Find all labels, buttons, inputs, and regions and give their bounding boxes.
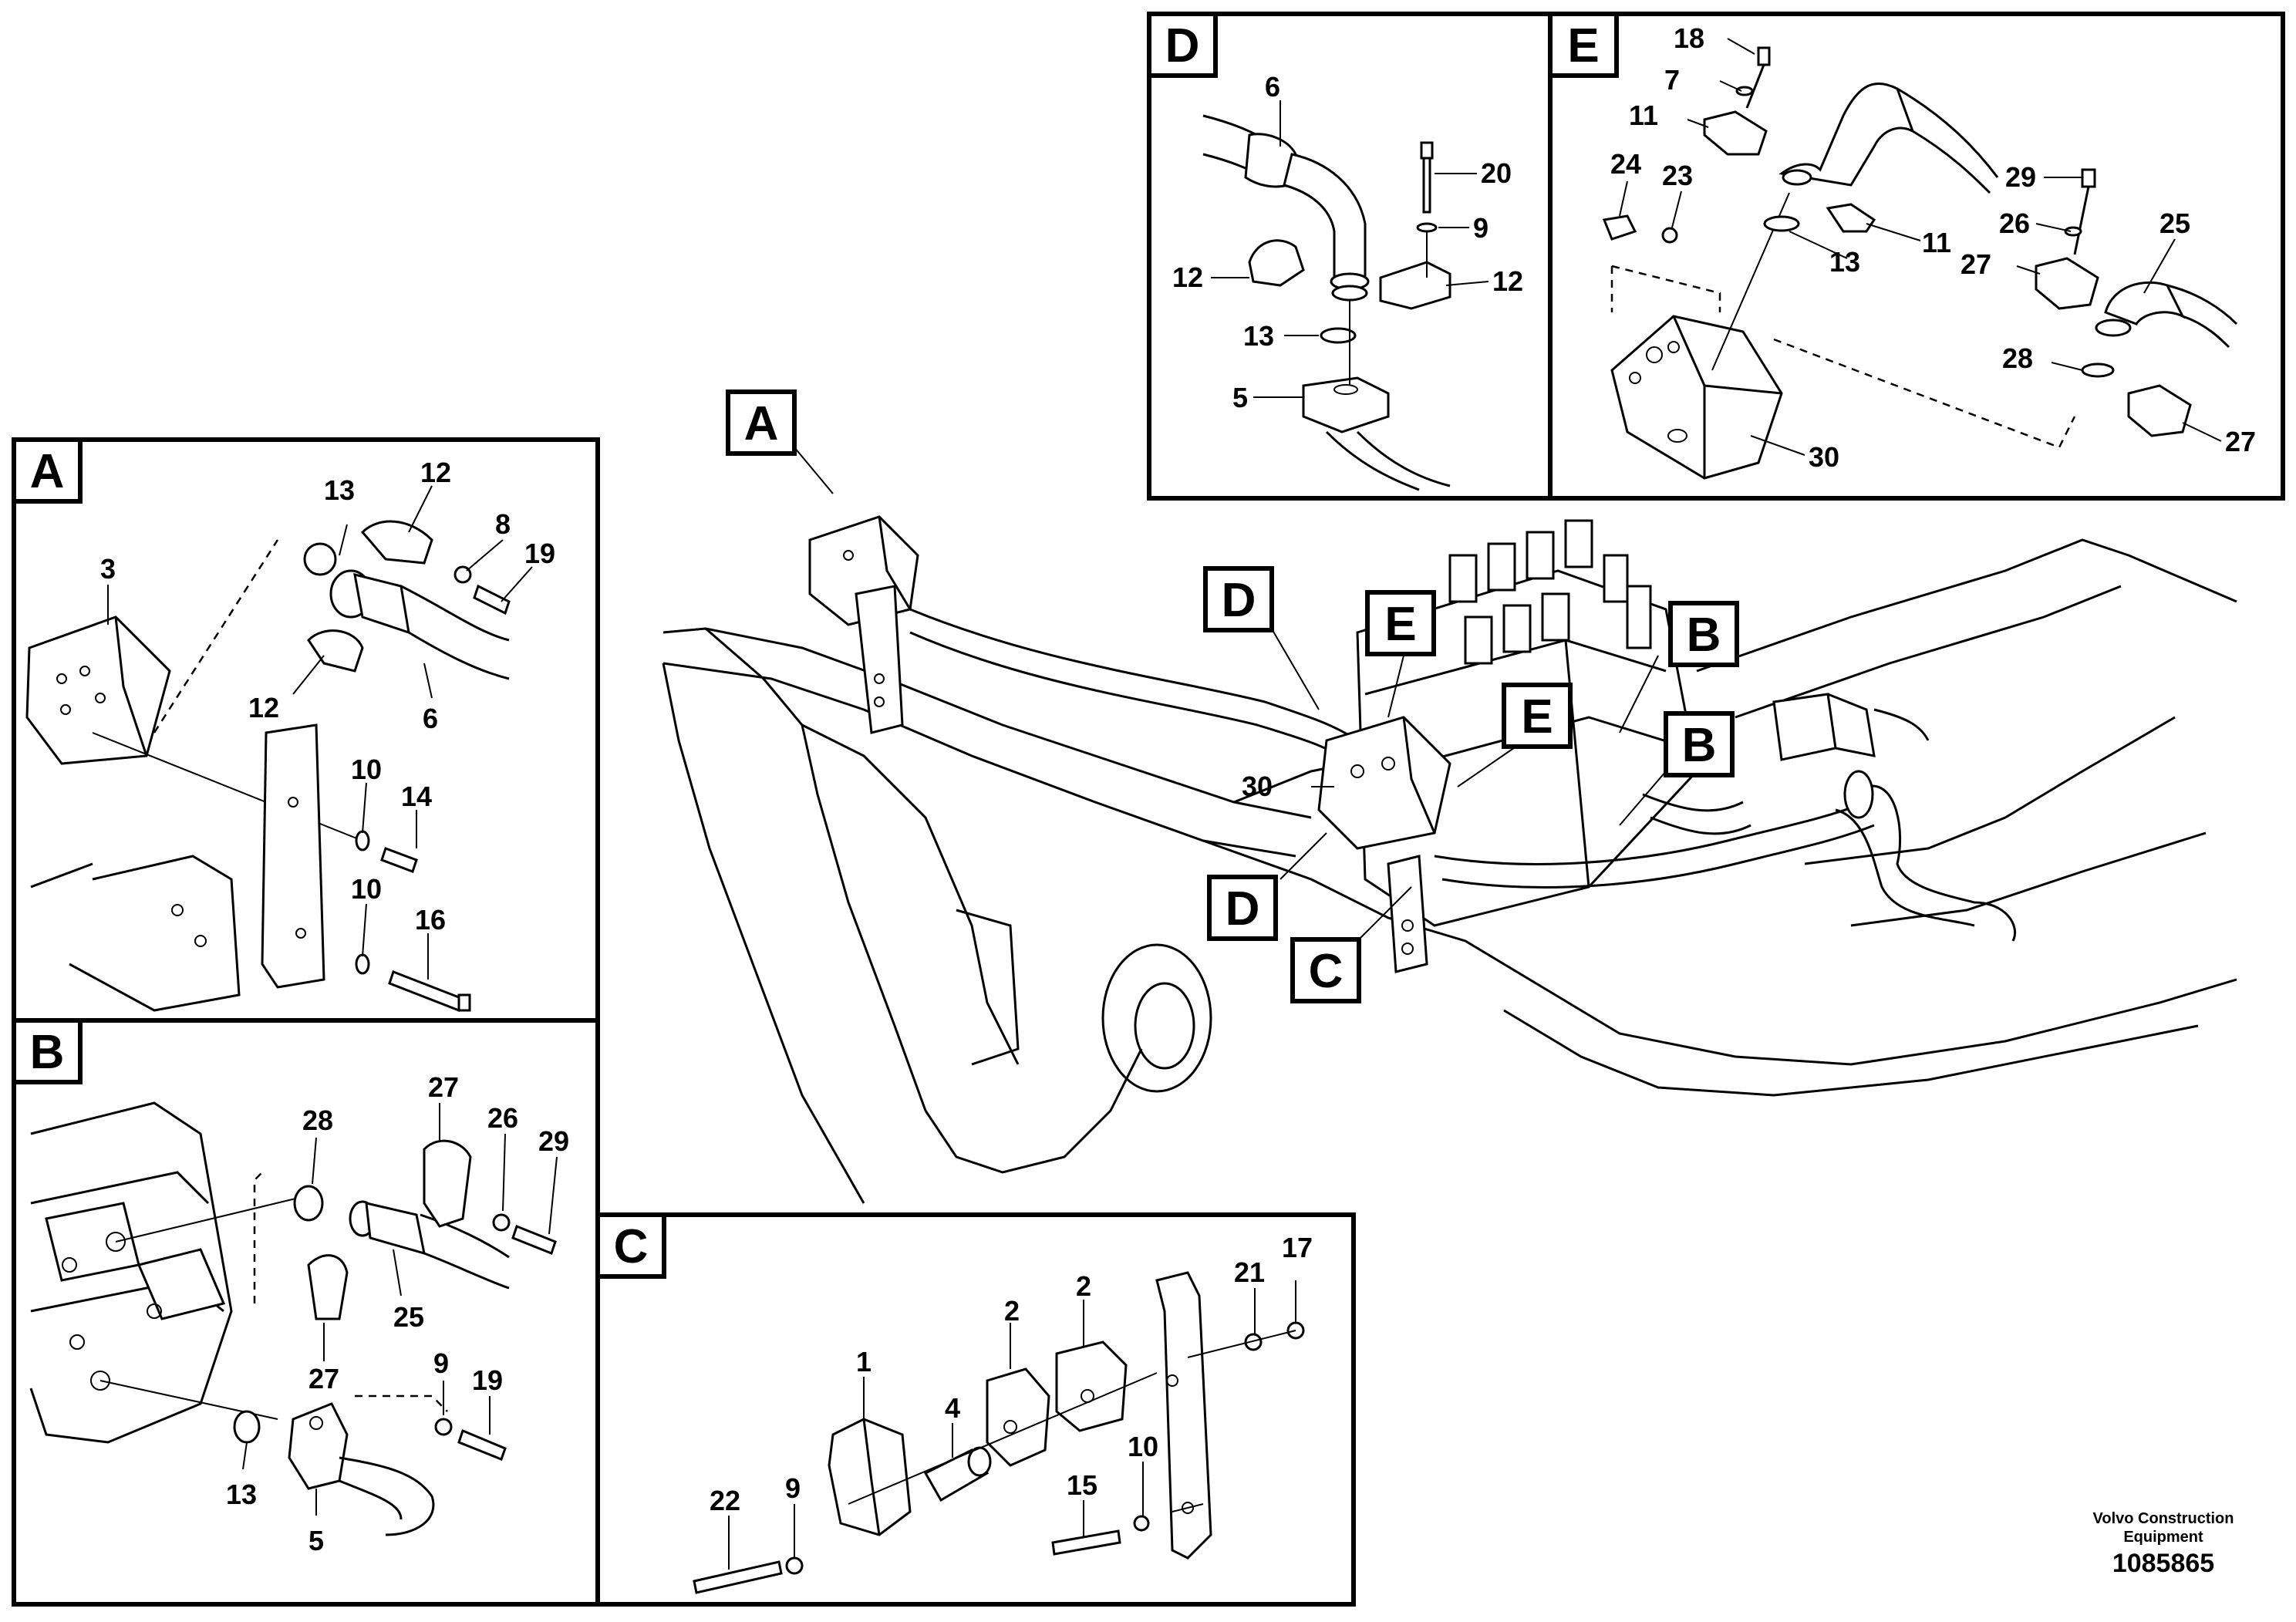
svg-text:D: D — [1226, 882, 1260, 936]
part-label: 28 — [2002, 342, 2033, 374]
part-label: 12 — [1492, 265, 1523, 297]
svg-text:C: C — [614, 1220, 649, 1273]
part-label: 10 — [351, 754, 382, 785]
part-label: 2 — [1004, 1295, 1020, 1327]
overview-drawing — [662, 447, 2237, 1204]
part-label: 9 — [785, 1472, 801, 1504]
svg-text:D: D — [1222, 574, 1256, 627]
part-label: 29 — [538, 1125, 569, 1157]
part-label: 19 — [472, 1364, 503, 1396]
part-label: 29 — [2005, 161, 2036, 193]
detail-view-d: D 6 20 9 12 12 13 5 — [1147, 12, 1553, 501]
part-label: 2 — [1076, 1270, 1091, 1302]
part-label: 27 — [1961, 248, 1991, 280]
part-label: 10 — [351, 873, 382, 905]
part-label: 11 — [1629, 99, 1658, 131]
part-label: 8 — [495, 508, 511, 540]
part-label: 27 — [428, 1071, 459, 1103]
part-label: 13 — [1829, 246, 1860, 278]
part-label: 21 — [1234, 1256, 1265, 1288]
part-label: 28 — [302, 1104, 333, 1136]
detail-view-b: B — [12, 1018, 600, 1607]
part-label: 25 — [2159, 207, 2190, 239]
part-label: 26 — [487, 1102, 518, 1134]
detail-view-a: A — [12, 437, 600, 1023]
part-label: 18 — [1674, 22, 1704, 54]
part-label: 12 — [1172, 261, 1203, 293]
part-label: 4 — [945, 1392, 960, 1424]
overview-callout-e-top: E — [1365, 590, 1436, 656]
part-label: 6 — [1265, 71, 1280, 103]
drawing-id: 1085865 — [2112, 1549, 2214, 1578]
overview-callout-b-top: B — [1668, 601, 1739, 667]
part-label: 1 — [856, 1346, 872, 1378]
company-name-line2: Equipment — [2123, 1529, 2203, 1546]
part-label: 10 — [1128, 1431, 1158, 1462]
part-label: 13 — [324, 474, 355, 506]
svg-text:D: D — [1165, 19, 1200, 73]
part-label: 22 — [710, 1485, 740, 1516]
svg-text:B: B — [1682, 719, 1717, 772]
svg-text:C: C — [1309, 945, 1344, 998]
part-label: 13 — [226, 1479, 257, 1510]
overview-callout-a: A — [726, 389, 797, 456]
svg-text:B: B — [1687, 609, 1721, 662]
part-label: 27 — [308, 1363, 339, 1394]
svg-text:B: B — [30, 1026, 65, 1079]
overview-callout-c: C — [1290, 937, 1361, 1003]
overview-callout-b-mid: B — [1664, 711, 1735, 777]
part-label: 30 — [1809, 441, 1839, 473]
overview-bracket-a — [808, 515, 919, 734]
svg-text:E: E — [1567, 19, 1599, 73]
detail-view-e: E — [1548, 12, 2285, 501]
company-name-line1: Volvo Construction — [2093, 1510, 2234, 1527]
part-label: 9 — [433, 1347, 449, 1379]
overview-callout-e-mid: E — [1502, 683, 1573, 749]
part-label: 19 — [524, 538, 555, 569]
part-label: 27 — [2225, 426, 2256, 457]
part-label: 6 — [423, 703, 438, 734]
part-label: 12 — [248, 692, 279, 723]
part-label: 14 — [401, 781, 432, 812]
part-label: 7 — [1664, 64, 1680, 96]
part-label: 5 — [1232, 382, 1248, 413]
part-label: 3 — [100, 553, 116, 585]
part-label: 13 — [1243, 320, 1274, 352]
part-label: 12 — [420, 457, 451, 488]
overview-part-30: 30 — [1242, 771, 1273, 802]
detail-view-c: C 2 — [595, 1212, 1356, 1607]
svg-text:E: E — [1521, 690, 1553, 744]
part-label: 11 — [1922, 227, 1951, 258]
part-label: 16 — [415, 904, 446, 936]
overview-callout-d-top: D — [1203, 566, 1274, 632]
svg-text:A: A — [744, 397, 779, 450]
svg-text:E: E — [1384, 598, 1416, 651]
overview-callout-d-low: D — [1207, 875, 1278, 941]
part-label: 20 — [1481, 157, 1512, 189]
part-label: 26 — [1999, 207, 2030, 239]
part-label: 9 — [1473, 212, 1489, 244]
part-label: 17 — [1282, 1232, 1313, 1263]
part-label: 25 — [393, 1301, 424, 1333]
part-label: 24 — [1610, 148, 1641, 180]
footer: Volvo Construction Equipment 1085865 — [2093, 1510, 2234, 1578]
part-label: 15 — [1067, 1469, 1097, 1501]
svg-text:A: A — [30, 445, 65, 498]
part-label: 5 — [308, 1525, 324, 1556]
part-label: 23 — [1662, 160, 1693, 191]
